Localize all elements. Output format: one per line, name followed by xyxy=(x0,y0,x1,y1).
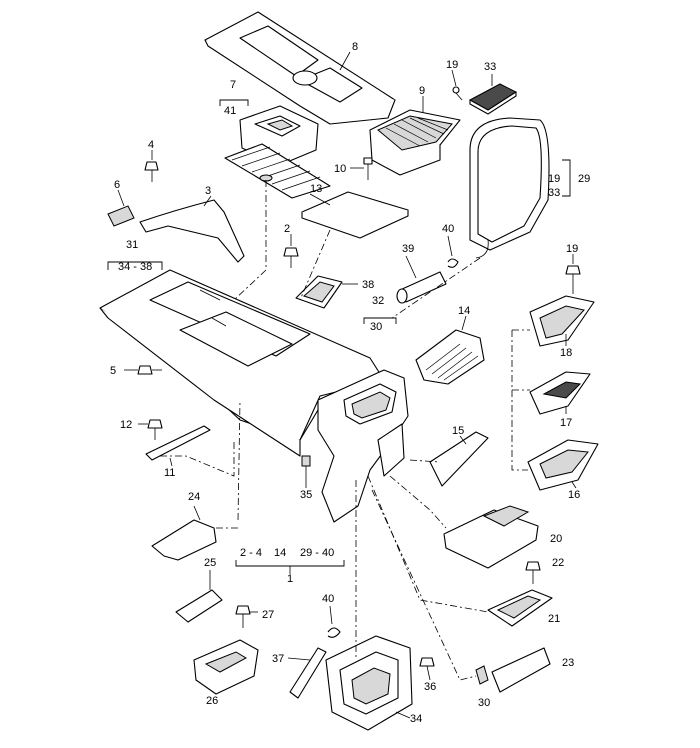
callout-3: 3 xyxy=(205,185,211,197)
callout-10: 10 xyxy=(334,163,346,175)
callout-6: 6 xyxy=(114,179,120,191)
callout-9: 9 xyxy=(419,85,425,97)
reference-lines xyxy=(160,180,530,681)
callout-5: 5 xyxy=(110,365,116,377)
callout-19-top: 19 xyxy=(446,59,458,71)
callout-31: 31 xyxy=(126,239,138,251)
callout-35: 35 xyxy=(300,489,312,501)
part-14-vent xyxy=(415,315,485,385)
part-6-cap xyxy=(107,189,135,227)
callout-7: 7 xyxy=(230,79,236,91)
part-40-clip xyxy=(447,235,459,268)
callout-30-lower: 30 xyxy=(478,697,490,709)
callout-25: 25 xyxy=(204,557,216,569)
callout-2: 2 xyxy=(284,223,290,235)
part-37-rod xyxy=(287,647,327,699)
part-11-strap xyxy=(145,425,211,467)
callout-38: 38 xyxy=(362,279,374,291)
callout-33-top: 33 xyxy=(484,61,496,73)
part-20-ashtray xyxy=(443,505,539,569)
part-33-clip xyxy=(451,69,518,115)
callout-22: 22 xyxy=(552,557,564,569)
callout-19-right: 19 xyxy=(566,243,578,255)
part-34-housing xyxy=(325,635,413,731)
callout-37: 37 xyxy=(272,653,284,665)
part-12-screw xyxy=(138,419,163,440)
part-25-bracket xyxy=(175,570,223,623)
part-19-screw-lower xyxy=(565,254,581,294)
callout-34: 34 xyxy=(410,713,422,725)
callout-27: 27 xyxy=(262,609,274,621)
part-26-mount xyxy=(193,639,259,695)
part-30-clip-lower xyxy=(475,665,489,685)
part-36-screw xyxy=(419,657,435,681)
callout-21: 21 xyxy=(548,613,560,625)
part-17-vent xyxy=(529,371,591,415)
part-29-armrest-lid xyxy=(469,117,550,259)
part-15-cover xyxy=(429,431,489,487)
callout-23: 23 xyxy=(562,657,574,669)
part-27-screw xyxy=(235,605,258,628)
callout-26: 26 xyxy=(206,695,218,707)
part-21-bracket xyxy=(487,589,553,627)
part-7-shift-surround xyxy=(224,105,331,199)
part-2-screw xyxy=(283,234,299,268)
part-24-bracket xyxy=(151,505,217,561)
callout-14: 14 xyxy=(458,305,470,317)
callout-13: 13 xyxy=(310,183,322,195)
callout-19-group: 19 xyxy=(548,173,560,185)
callout-24: 24 xyxy=(188,491,200,503)
group-label-34-38: 34 - 38 xyxy=(118,261,152,273)
part-13-tray xyxy=(301,191,409,239)
callout-15: 15 xyxy=(452,425,464,437)
callout-39: 39 xyxy=(402,243,414,255)
callout-17: 17 xyxy=(560,417,572,429)
callout-12: 12 xyxy=(120,419,132,431)
part-16-vent xyxy=(527,439,599,491)
part-5-screw xyxy=(124,365,162,375)
group-label-14: 14 xyxy=(274,547,286,559)
callout-33-group: 33 xyxy=(548,187,560,199)
callout-16: 16 xyxy=(568,489,580,501)
group-label-29-40: 29 - 40 xyxy=(300,547,334,559)
part-3-side-trim xyxy=(139,195,245,263)
callout-8: 8 xyxy=(352,41,358,53)
callout-20: 20 xyxy=(550,533,562,545)
part-22-screw xyxy=(525,561,541,584)
part-10-screw xyxy=(350,157,373,180)
callout-41: 41 xyxy=(224,105,236,117)
part-4-screw xyxy=(144,150,159,182)
callout-29: 29 xyxy=(578,173,590,185)
callout-32: 32 xyxy=(372,295,384,307)
callout-labels: 1 2 3 4 5 6 7 8 9 10 11 12 13 14 15 16 1… xyxy=(110,41,590,725)
part-40-clip-lower xyxy=(327,605,341,638)
callout-40-lower: 40 xyxy=(322,593,334,605)
callout-36: 36 xyxy=(424,681,436,693)
callout-11: 11 xyxy=(164,467,175,479)
part-18-vent xyxy=(529,295,595,347)
part-32-rear-panel xyxy=(317,369,409,523)
group-brackets xyxy=(107,99,571,574)
callout-18: 18 xyxy=(560,347,572,359)
part-8-trim-panel xyxy=(204,11,396,125)
callout-40-top: 40 xyxy=(442,223,454,235)
part-38-bracket xyxy=(295,275,358,309)
group-label-2-4: 2 - 4 xyxy=(240,547,262,559)
part-9-storage-box xyxy=(369,96,461,176)
part-35-clip xyxy=(301,455,311,488)
part-23-panel xyxy=(491,647,551,693)
part-39-tube xyxy=(396,255,447,304)
callout-4: 4 xyxy=(148,139,154,151)
callout-1: 1 xyxy=(287,573,293,585)
callout-30-group: 30 xyxy=(370,321,382,333)
